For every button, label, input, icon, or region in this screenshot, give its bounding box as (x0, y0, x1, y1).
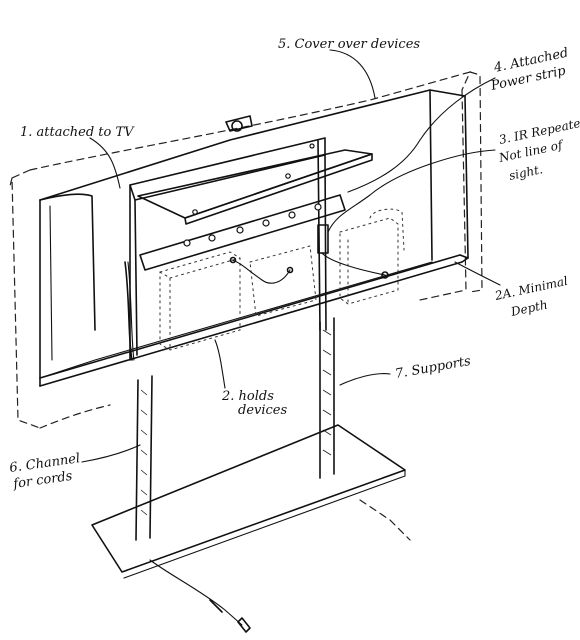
label-ir-repeater-3: sight. (508, 162, 544, 183)
label-holds-devices-2: devices (238, 403, 287, 418)
ir-repeater (229, 224, 389, 284)
label-minimal-depth-2: Depth (509, 298, 549, 320)
tv-outline-dashed (9, 71, 483, 429)
leader-lines (81, 49, 501, 463)
label-attached-to-tv: 1. attached to TV (20, 125, 135, 140)
label-cover-over-devices: 5. Cover over devices (278, 37, 420, 52)
cord-channel (124, 261, 135, 361)
device-cover-box (39, 89, 469, 387)
label-supports: 7. Supports (394, 354, 472, 382)
base-plate (91, 424, 411, 579)
power-cord (149, 559, 251, 633)
label-holds-devices-1: 2. holds (221, 389, 274, 404)
hidden-devices (159, 208, 405, 351)
top-shelf (137, 143, 373, 225)
supports (135, 317, 335, 541)
power-strip (139, 194, 346, 271)
label-minimal-depth-1: 2A. Minimal (493, 274, 569, 303)
